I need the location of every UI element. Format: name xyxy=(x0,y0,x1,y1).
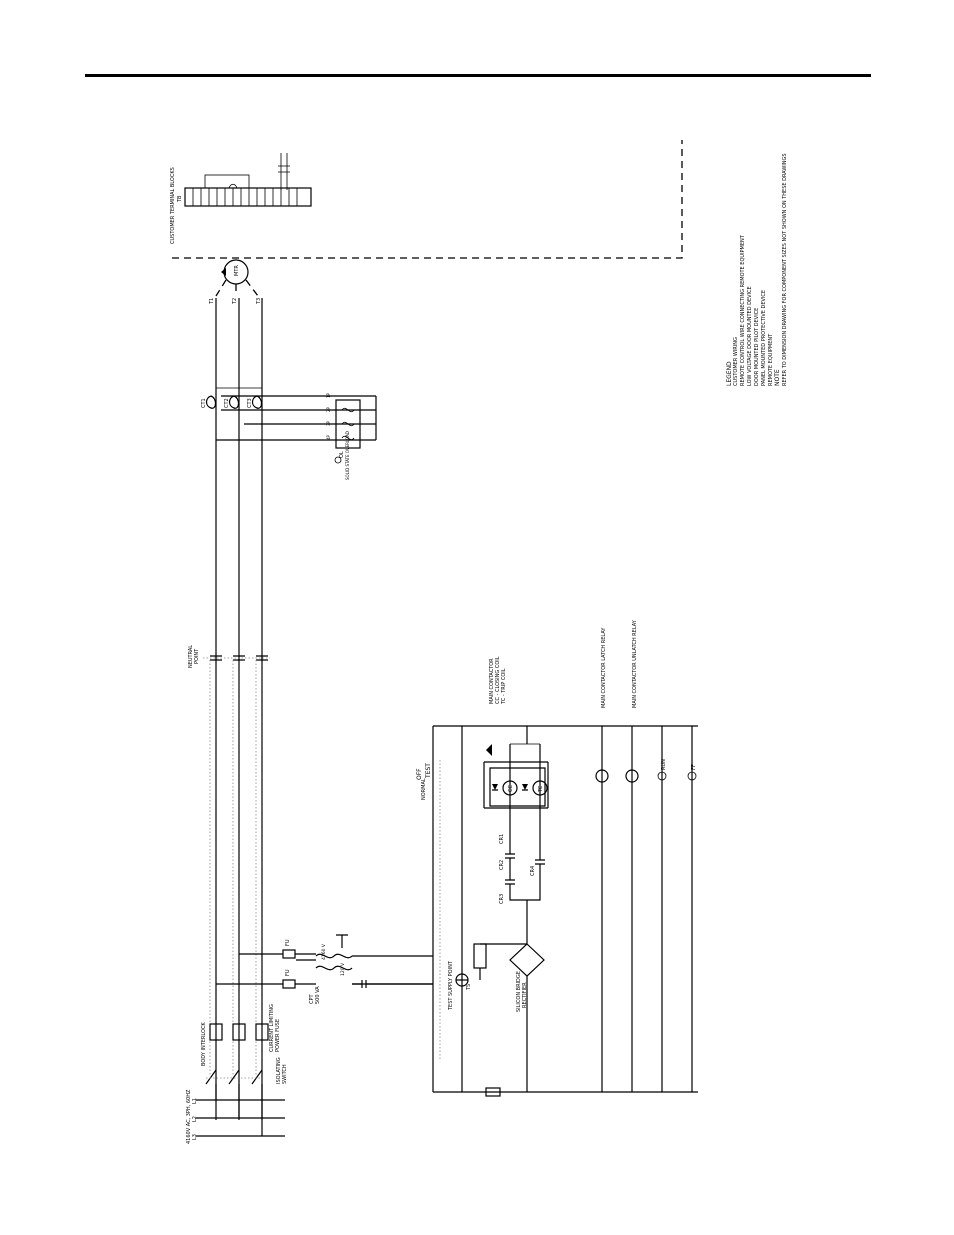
test-supply-ts: TS xyxy=(466,984,472,991)
motor-lead-t3: T3 xyxy=(256,298,262,305)
terminal-block: CUSTOMER TERMINAL BLOCKS TB xyxy=(170,153,312,244)
body-interlock-label: BODY INTERLOCK xyxy=(201,1022,207,1066)
ol-point-4: 4P xyxy=(326,434,331,440)
terminal-block-id: TB xyxy=(177,195,183,203)
test-label: TEST xyxy=(425,763,432,779)
legend-item-4: DOOR MOUNTED PILOT DEVICE xyxy=(754,308,760,386)
cr2-code: CR2 xyxy=(499,860,505,870)
bridge-rectifier: SILICON BRIDGE RECTIFIER xyxy=(473,900,545,1012)
legend-item-3: LOW VOLTAGE DOOR MOUNTED DEVICE xyxy=(747,286,753,386)
note-title: NOTE xyxy=(774,369,781,386)
legend-item-5: PANEL MOUNTED PROTECTIVE DEVICE xyxy=(761,290,767,386)
line-l1: L1 xyxy=(192,1098,198,1104)
normal-label: NORMAL xyxy=(421,778,427,800)
control-fuse xyxy=(485,1087,501,1097)
overload-label: OL xyxy=(339,451,345,458)
unlatch-relay-label: MAIN CONTACTOR UNLATCH RELAY xyxy=(632,619,638,708)
overload-sub: SOLID STATE OVERLOAD xyxy=(345,431,350,480)
rectifier-line-2: RECTIFIER xyxy=(522,982,528,1008)
off-test-switch: OFF TEST NORMAL xyxy=(416,760,441,1060)
customer-area-boundary xyxy=(172,140,683,259)
isolating-switch-line-2: SWITCH xyxy=(282,1064,288,1084)
main-contactor-line-1: MAIN CONTACTOR xyxy=(489,658,495,704)
cr4-code: CR4 xyxy=(530,866,536,876)
ol-point-2: 2P xyxy=(326,406,331,412)
cpt-pri-volts: 4160 V xyxy=(321,943,327,960)
contactor-coil-box: CC TC xyxy=(483,743,549,820)
current-transformers: CT1 CT2 CT3 xyxy=(201,387,377,441)
terminal-block-title: CUSTOMER TERMINAL BLOCKS xyxy=(170,167,176,244)
control-bus xyxy=(432,725,698,1093)
fuse-label-1: FU xyxy=(285,939,291,946)
neutral-label: NEUTRAL xyxy=(188,645,194,668)
main-power-lines xyxy=(215,298,263,1120)
main-contactor-line-3: TC - TRIP COIL xyxy=(501,668,507,705)
ff-label: FF xyxy=(691,764,697,770)
legend: LEGEND CUSTOMER WIRING REMOTE CONTROL WI… xyxy=(726,153,788,386)
test-supply-point: TEST SUPPLY POINT TS xyxy=(448,960,472,1011)
control-power-transformer: CPT 500 VA 4160 V 120 V xyxy=(296,934,433,1004)
ct2-label: CT2 xyxy=(224,398,230,408)
supply-label: 4160V AC, 3PH, 60HZ xyxy=(186,1089,192,1144)
cpt-va: 500 VA xyxy=(315,986,321,1004)
current-limiting-label-1: CURRENT LIMITING xyxy=(269,1004,275,1052)
relay-contacts: CR1 CR2 CR3 CR4 xyxy=(499,820,545,904)
motor: MTR T1 T2 T3 xyxy=(209,259,262,305)
test-supply-label: TEST SUPPLY POINT xyxy=(448,960,454,1011)
legend-item-1: CUSTOMER WIRING xyxy=(733,337,739,386)
main-contactor-poles: NEUTRAL POINT xyxy=(188,645,270,1075)
header-rule xyxy=(85,74,871,77)
coil-cc: CC xyxy=(508,785,514,792)
fuse-label-2: FU xyxy=(285,969,291,976)
main-contactor-line-2: CC - CLOSING COIL xyxy=(495,656,501,704)
run-label: RUN xyxy=(661,759,667,770)
isolating-switch-line-1: ISOLATING xyxy=(276,1057,282,1084)
power-fuses: BODY INTERLOCK CURRENT LIMITING POWER FU… xyxy=(201,1004,281,1066)
latch-relay-label: MAIN CONTACTOR LATCH RELAY xyxy=(601,627,607,708)
legend-item-2: REMOTE CONTROL WIRE CONNECTING REMOTE EQ… xyxy=(740,234,746,386)
ct3-label: CT3 xyxy=(247,398,253,408)
line-l3: L3 xyxy=(192,1134,198,1140)
relay-coils: MAIN CONTACTOR LATCH RELAY MAIN CONTACTO… xyxy=(489,619,697,783)
overload-relay: OL SOLID STATE OVERLOAD 1P 2P 3P 4P xyxy=(326,392,361,480)
legend-item-6: REMOTE EQUIPMENT xyxy=(768,333,774,386)
legend-title: LEGEND xyxy=(726,361,733,386)
cr3-code: CR3 xyxy=(499,894,505,904)
cpt-sec-volts: 120 V xyxy=(340,962,346,976)
ol-point-3: 3P xyxy=(326,420,331,426)
coil-tc: TC xyxy=(538,785,544,793)
motor-lead-t1: T1 xyxy=(209,298,215,305)
isolating-switch: ISOLATING SWITCH xyxy=(205,1057,288,1085)
ct1-label: CT1 xyxy=(201,398,207,408)
motor-lead-t2: T2 xyxy=(232,298,238,305)
cr1-code: CR1 xyxy=(499,834,505,844)
note-text: REFER TO DIMENSION DRAWING FOR COMPONENT… xyxy=(782,153,788,386)
rectifier-line-1: SILICON BRIDGE xyxy=(516,971,522,1012)
primary-fuses: FU FU xyxy=(216,939,316,989)
line-l2: L2 xyxy=(192,1116,198,1122)
neutral-sub: POINT xyxy=(194,648,200,664)
motor-label: MTR xyxy=(234,265,240,276)
off-label: OFF xyxy=(416,768,423,780)
current-limiting-label-2: POWER FUSE xyxy=(275,1019,281,1052)
ol-point-1: 1P xyxy=(326,392,331,398)
cpt-label: CPT xyxy=(309,993,315,1004)
supply-lines: 4160V AC, 3PH, 60HZ L1 L2 L3 xyxy=(186,1084,285,1144)
